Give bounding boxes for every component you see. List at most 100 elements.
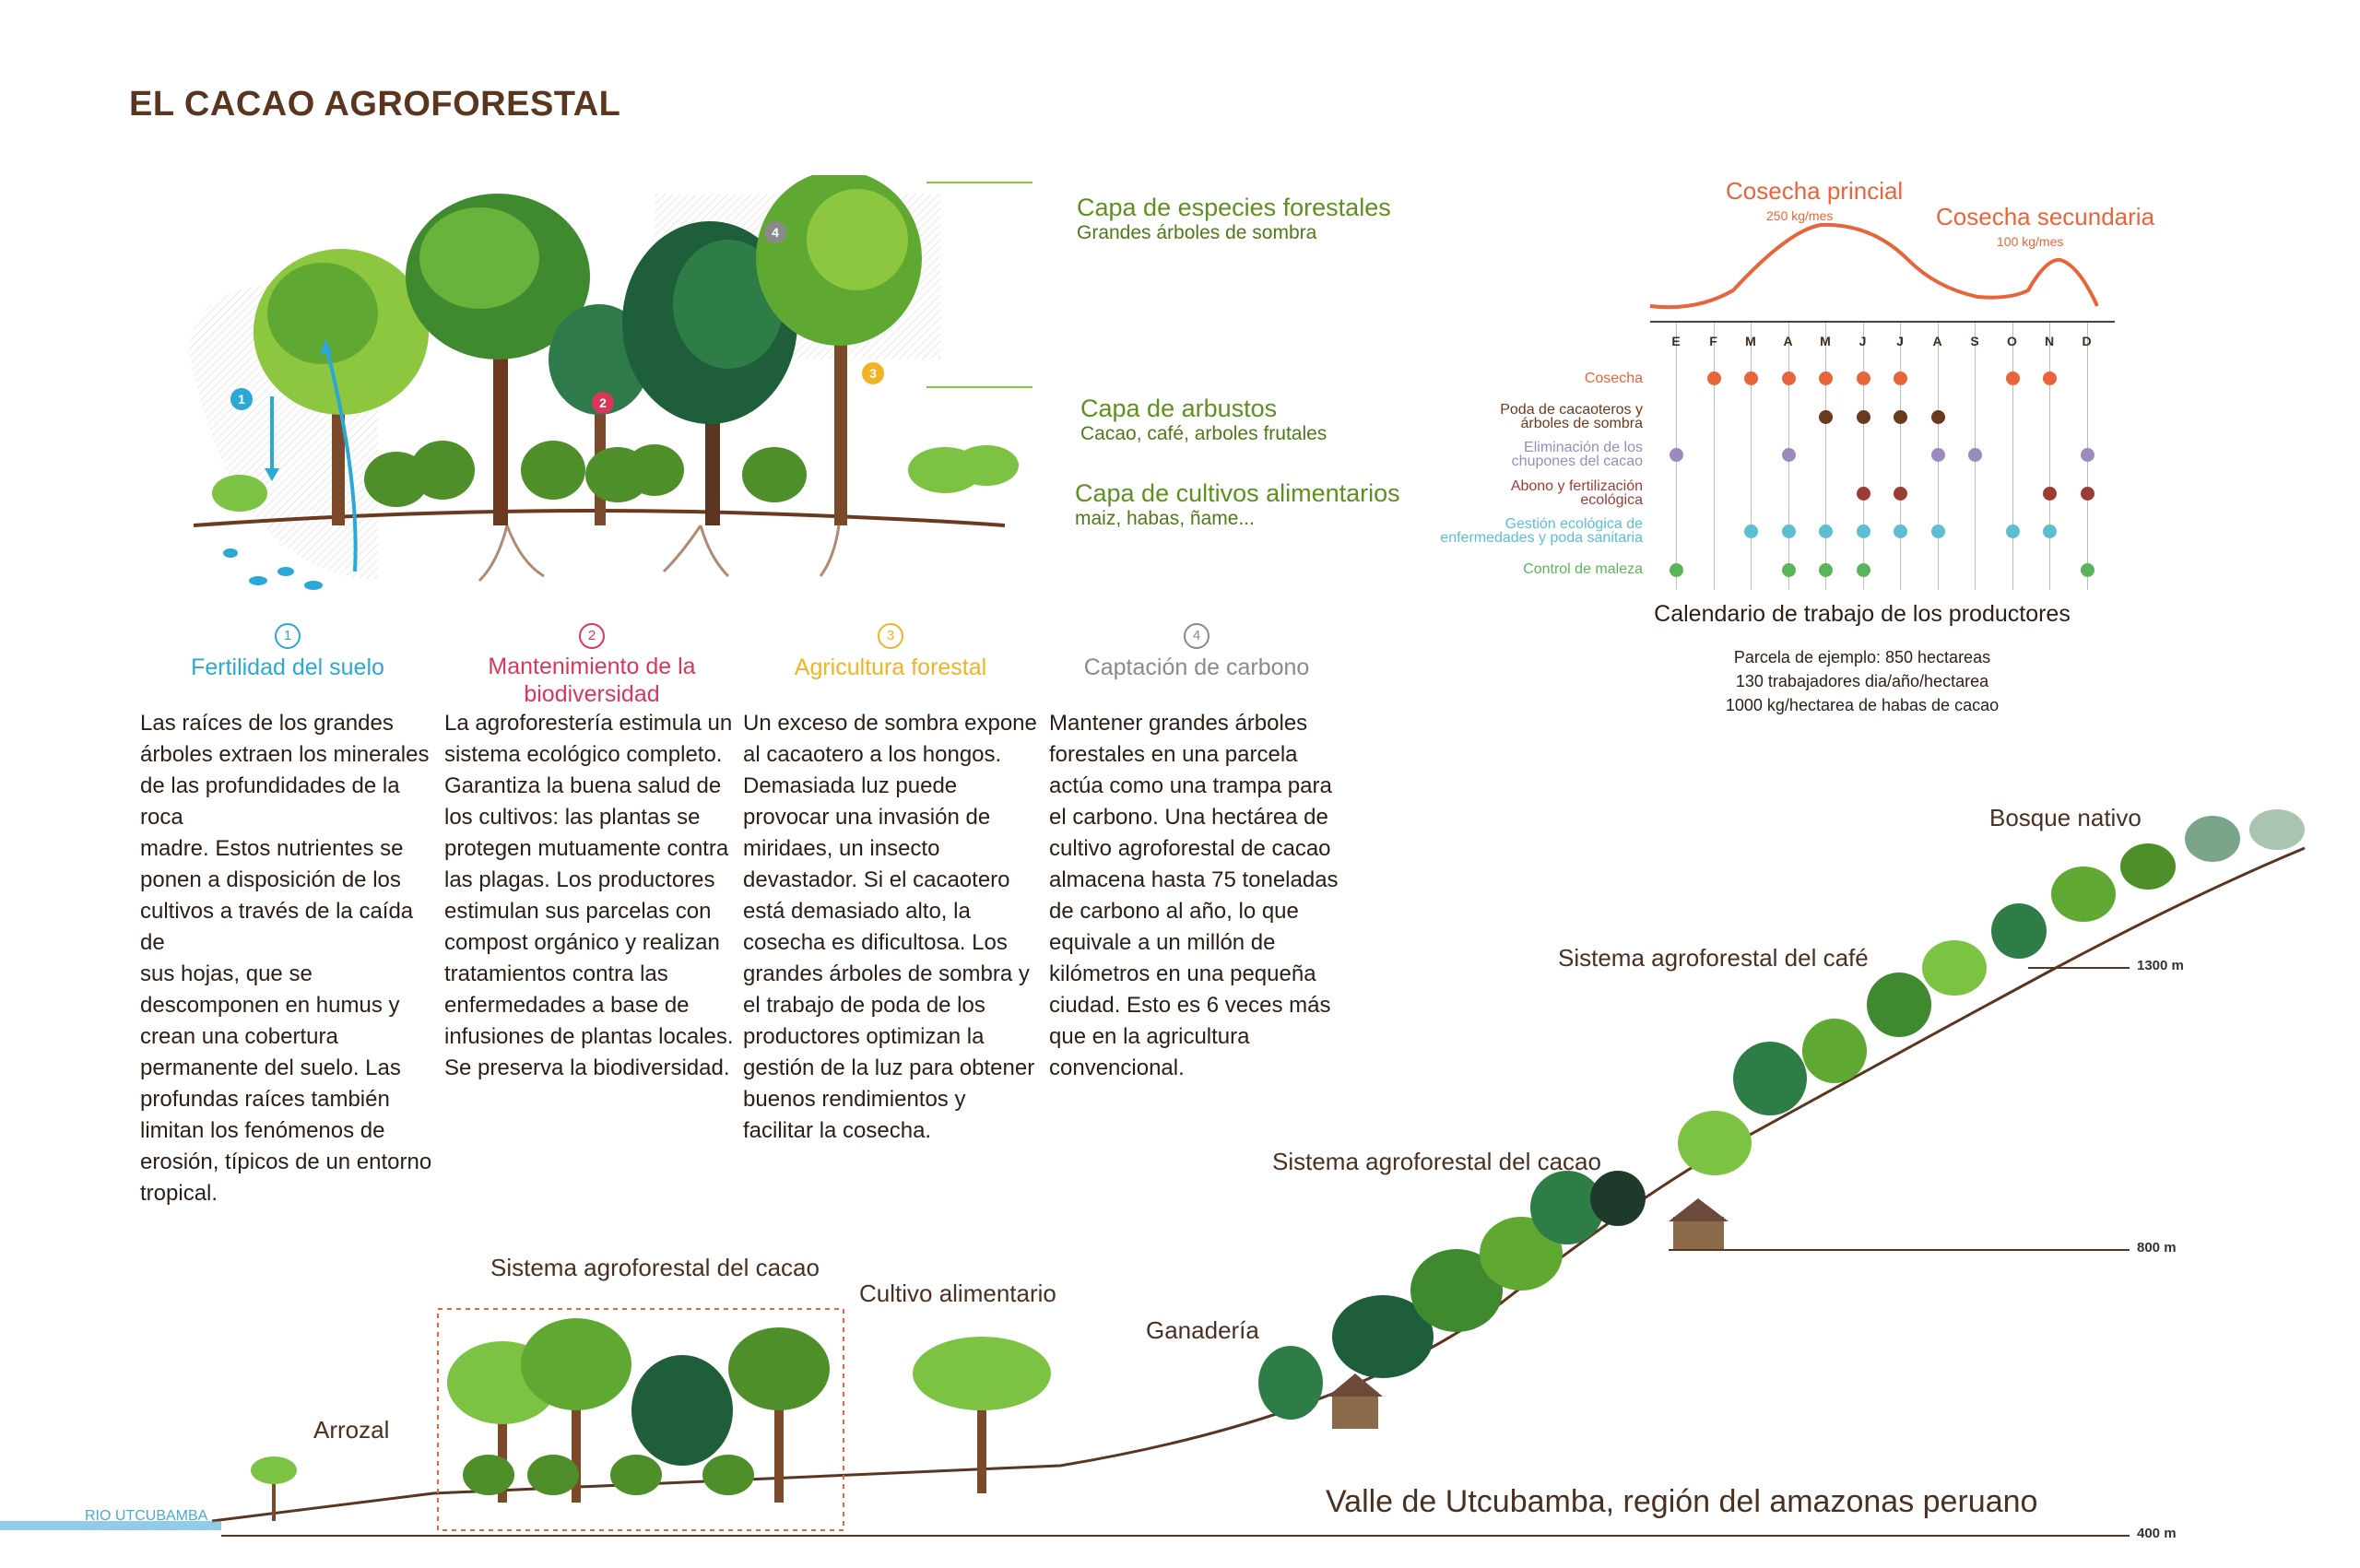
calendar-dot	[1856, 562, 1870, 577]
column-body-line: protegen mutuamente contra	[444, 836, 729, 861]
column-body-line: árboles extraen los minerales	[140, 742, 430, 767]
calendar-dot	[1670, 448, 1683, 462]
column-body-line: compost orgánico y realizan	[444, 930, 720, 955]
calendar-row-label-line: Control de maleza	[1523, 561, 1643, 577]
column-body-line: permanente del suelo. Las	[140, 1055, 401, 1080]
calendar-row-label-line: enfermedades y poda sanitaria	[1440, 530, 1643, 546]
column-body-line: Garantiza la buena salud de	[444, 773, 722, 798]
label-cacao-high: Sistema agroforestal del cacao	[1272, 1148, 1601, 1175]
calendar-gridline	[2049, 323, 2050, 590]
calendar-info-line: 1000 kg/hectarea de habas de cacao	[1725, 696, 2000, 714]
landscape-illustration	[0, 809, 2360, 1568]
marker-3	[862, 362, 884, 384]
calendar-row-label-line: Cosecha	[1584, 370, 1643, 386]
calendar-month: M	[1820, 334, 1831, 348]
calendar-dot	[1930, 448, 1945, 462]
calendar-row-label: Cosecha	[1585, 371, 1643, 385]
calendar-dot	[2043, 525, 2057, 538]
column-body-line: provocar una invasión de	[743, 805, 991, 830]
column-body-line: miridaes, un insecto	[743, 836, 940, 861]
column-body-line: crean una cobertura	[140, 1024, 338, 1049]
calendar-dot	[1781, 448, 1796, 462]
label-rio: RIO UTCUBAMBA	[85, 1508, 208, 1524]
column-body-line: infusiones de plantas locales.	[444, 1024, 734, 1049]
layer-shrubs-title: Capa de arbustos	[1080, 395, 1278, 422]
column-body-line: el carbono. Una hectárea de	[1049, 805, 1328, 830]
column-soil: 1 Fertilidad del suelo Las raíces de los…	[140, 623, 435, 1209]
label-cafe: Sistema agroforestal del café	[1558, 944, 1869, 972]
calendar-row-label-line: Poda de cacaoteros y	[1500, 401, 1643, 418]
harvest-second-sub: 100 kg/mes	[1997, 234, 2064, 249]
calendar-dot	[1894, 371, 1907, 385]
calendar-dot	[1706, 371, 1721, 385]
column-body-line: La agroforestería estimula un	[444, 711, 733, 736]
layer-forest-sub: Grandes árboles de sombra	[1077, 222, 1317, 243]
layer-shrubs-sub: Cacao, café, arboles frutales	[1080, 423, 1328, 444]
column-carbon-number: 4	[1184, 623, 1210, 649]
column-body-line: forestales en una parcela	[1049, 742, 1298, 767]
calendar-dot	[1781, 525, 1796, 538]
harvest-curve	[1649, 222, 2099, 310]
label-valle: Valle de Utcubamba, región del amazonas …	[1326, 1484, 2038, 1519]
calendar-dot	[1819, 409, 1833, 424]
page-title: EL CACAO AGROFORESTAL	[129, 85, 621, 124]
marker-1-label: 1	[238, 392, 245, 407]
layer-crops-title: Capa de cultivos alimentarios	[1075, 479, 1400, 507]
column-biodiversity-heading: Mantenimiento de la biodiversidad	[444, 653, 739, 708]
column-body-line: sus hojas, que se	[140, 961, 313, 986]
column-forestry: 3 Agricultura forestal Un exceso de somb…	[743, 623, 1038, 1147]
column-body-line: de carbono al año, lo que	[1049, 899, 1299, 924]
calendar-dot	[1781, 562, 1796, 577]
altitude-800: 800 m	[2137, 1240, 2177, 1256]
column-body-line: las plagas. Los productores	[444, 867, 715, 892]
calendar-row-label-line: Abono y fertilización	[1510, 477, 1643, 494]
column-body-line: sistema ecológico completo.	[444, 742, 723, 767]
layer-crops: Capa de cultivos alimentarios maiz, haba…	[1075, 479, 1400, 530]
calendar-dot	[1856, 486, 1870, 501]
altitude-400: 400 m	[2137, 1526, 2177, 1541]
column-body-line: cosecha es dificultosa. Los	[743, 930, 1008, 955]
label-bosque: Bosque nativo	[1989, 804, 2142, 831]
column-biodiversity-heading-line: biodiversidad	[524, 681, 660, 707]
calendar-caption: Calendario de trabajo de los productores	[1654, 601, 2071, 627]
column-biodiversity-body: La agroforestería estimula un sistema eco…	[444, 708, 739, 1084]
calendar-dot	[1894, 409, 1907, 424]
column-body-line: limitan los fenómenos de	[140, 1118, 385, 1143]
label-cultivo: Cultivo alimentario	[859, 1279, 1056, 1307]
column-soil-body: Las raíces de los grandes árboles extraen…	[140, 708, 435, 1209]
harvest-second-label: Cosecha secundaria	[1936, 203, 2155, 230]
calendar-dot	[2080, 562, 2094, 577]
calendar-info-line: 130 trabajadores dia/año/hectarea	[1735, 672, 1989, 690]
column-body-line: estimulan sus parcelas con	[444, 899, 712, 924]
column-carbon-body: Mantener grandes árboles forestales en un…	[1049, 708, 1344, 1084]
column-body-line: facilitar la cosecha.	[743, 1118, 932, 1143]
column-body-line: tratamientos contra las	[444, 961, 668, 986]
column-body-line: profundas raíces también	[140, 1087, 390, 1112]
calendar-dot	[2043, 371, 2057, 385]
calendar-dot	[1968, 448, 1982, 462]
column-body-line: Mantener grandes árboles	[1049, 711, 1308, 736]
calendar-gridline	[2012, 323, 2013, 590]
column-body-line: Las raíces de los grandes	[140, 711, 394, 736]
calendar-dot	[2080, 448, 2094, 462]
calendar-dot	[2005, 525, 2020, 538]
column-body-line: Demasiada luz puede	[743, 773, 958, 798]
column-body-line: grandes árboles de sombra y	[743, 961, 1030, 986]
calendar-dot	[1930, 409, 1945, 424]
calendar-dot	[1894, 525, 1907, 538]
column-body-line: kilómetros en una pequeña	[1049, 961, 1316, 986]
calendar-month: A	[1783, 334, 1793, 348]
calendar-month: S	[1970, 334, 1979, 348]
calendar-month: A	[1932, 334, 1942, 348]
column-biodiversity-heading-line: Mantenimiento de la	[488, 654, 696, 679]
calendar-row-label-line: Eliminación de los	[1524, 440, 1643, 455]
calendar-month: E	[1671, 334, 1681, 348]
column-body-line: cultivo agroforestal de cacao	[1049, 836, 1331, 861]
harvest-main-label: Cosecha princial	[1726, 177, 1904, 205]
column-body-line: que en la agricultura	[1049, 1024, 1250, 1049]
